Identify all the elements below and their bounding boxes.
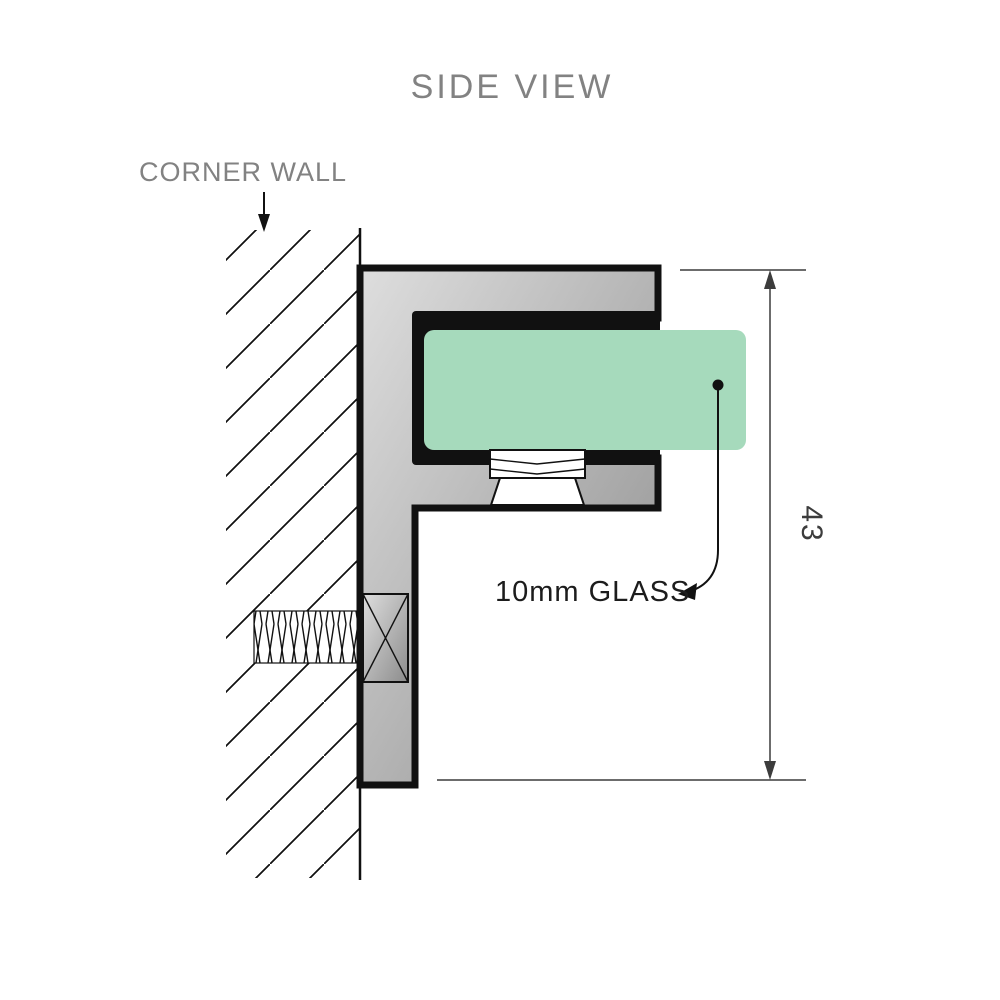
screw-head-cross-2 — [362, 593, 409, 683]
glass-label: 10mm GLASS — [495, 576, 690, 608]
dimension-43: 43 — [437, 269, 828, 781]
corner-wall-label: CORNER WALL — [139, 157, 347, 187]
dimension-value: 43 — [795, 505, 828, 542]
wall-hatching — [226, 230, 360, 878]
mounting-screw — [253, 610, 361, 664]
mounting-screw-head — [362, 593, 409, 683]
dimension-arrow-top — [764, 270, 776, 289]
glass-leader-dot — [712, 379, 724, 391]
dimension-arrow-bottom — [764, 761, 776, 780]
diagram-title: SIDE VIEW — [411, 68, 614, 106]
grub-screw-thread-lines — [489, 458, 586, 475]
grub-screw-foot — [489, 477, 586, 506]
glass-leader-arrow-head — [678, 583, 697, 600]
corner-wall-arrow-head — [258, 214, 270, 232]
glass-panel — [424, 330, 746, 450]
grub-screw — [489, 449, 586, 506]
screw-thread-hatch — [254, 611, 360, 663]
